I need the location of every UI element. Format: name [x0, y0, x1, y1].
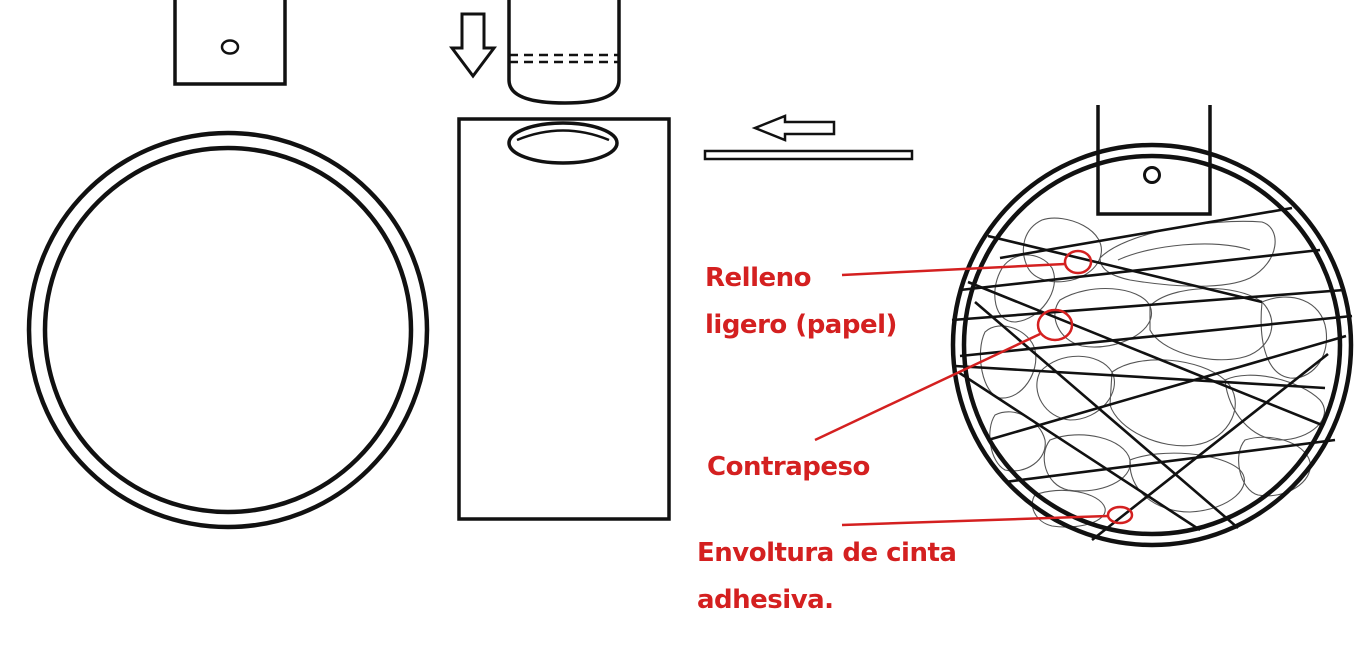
tube [507, 0, 621, 105]
annotation-markers [814, 249, 1134, 527]
taped-sphere [950, 142, 1354, 548]
tape-strip [703, 149, 914, 161]
down-arrow [449, 12, 497, 79]
envoltura-label-line1: Envoltura de cinta [697, 538, 956, 568]
left-arrow [751, 114, 836, 142]
relleno-marker [1063, 249, 1093, 275]
sleeve-rectangle [457, 117, 671, 521]
envoltura-marker [1106, 505, 1134, 525]
envoltura-label-line2: adhesiva. [697, 585, 834, 615]
tape-wraps [951, 206, 1353, 542]
envoltura-leader [841, 514, 1109, 527]
contrapeso-label: Contrapeso [707, 452, 870, 482]
contrapeso-leader [814, 332, 1041, 442]
contrapeso-marker [1036, 308, 1074, 342]
relleno-leader [841, 262, 1066, 277]
empty-sphere [26, 130, 430, 530]
relleno-label-line1: Relleno [705, 263, 811, 293]
annotation-labels: Relleno ligero (papel) Contrapeso Envolt… [697, 263, 957, 615]
relleno-label-line2: ligero (papel) [705, 310, 897, 340]
paper-filling [979, 217, 1328, 528]
right-bracket [1096, 105, 1212, 216]
left-bracket [173, 0, 287, 86]
